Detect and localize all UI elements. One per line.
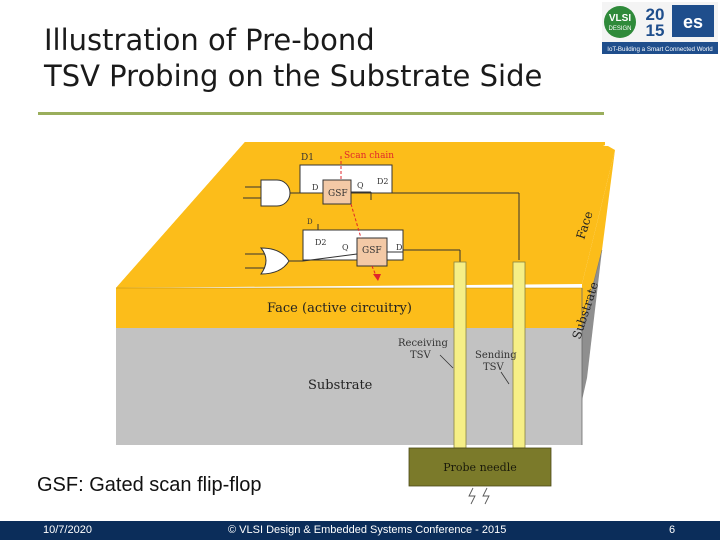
- label-substrate-front: Substrate: [308, 378, 373, 393]
- label-d1: D1: [301, 153, 314, 163]
- conference-logo: VLSI DESIGN 20 15 es IoT-Building a Smar…: [602, 2, 718, 54]
- globe-icon: [604, 6, 636, 38]
- label-d-small: D: [307, 218, 313, 226]
- label-d-right: D: [396, 243, 402, 252]
- scan-chain-arrowhead: [373, 274, 381, 281]
- label-face-front: Face (active circuitry): [267, 301, 412, 316]
- logo-tagline: IoT-Building a Smart Connected World: [607, 46, 713, 53]
- zigzag-arrow-icon: [468, 487, 476, 505]
- label-q-top: Q: [357, 181, 364, 190]
- label-scan-chain: Scan chain: [344, 151, 394, 161]
- logo-year-bottom: 15: [646, 21, 665, 40]
- label-gsf-1: GSF: [328, 189, 348, 199]
- title-divider: [38, 112, 604, 115]
- label-d2-lower: D2: [315, 238, 327, 247]
- logo-year-top: 20: [646, 5, 665, 24]
- label-sending-tsv: Sending: [475, 350, 517, 361]
- label-receiving-tsv-2: TSV: [410, 350, 432, 361]
- logic-circuitry: [243, 164, 520, 275]
- face-side-surface: [582, 150, 615, 328]
- label-gsf-2: GSF: [362, 246, 382, 256]
- footer-conference: © VLSI Design & Embedded Systems Confere…: [228, 524, 507, 536]
- substrate-front-surface: [116, 328, 582, 445]
- title-line-2: TSV Probing on the Substrate Side: [44, 59, 543, 93]
- face-front-surface: [116, 288, 582, 328]
- title-line-1: Illustration of Pre-bond: [44, 23, 375, 57]
- label-d-left: D: [312, 183, 318, 192]
- zigzag-arrow-icon-2: [482, 487, 490, 505]
- label-sending-tsv-2: TSV: [483, 362, 505, 373]
- label-d2-top: D2: [377, 177, 389, 186]
- gsf-caption: GSF: Gated scan flip-flop: [37, 474, 262, 496]
- label-probe-needle: Probe needle: [443, 461, 517, 474]
- footer-bar: 10/7/2020 © VLSI Design & Embedded Syste…: [0, 521, 720, 540]
- footer-date: 10/7/2020: [43, 524, 92, 536]
- logo-es-badge: es: [683, 12, 703, 32]
- label-receiving-tsv: Receiving: [398, 338, 448, 349]
- probe-needle-block: [408, 447, 552, 487]
- logo-design-text: DESIGN: [608, 26, 631, 32]
- label-q-lower: Q: [342, 243, 349, 252]
- slide-title: Illustration of Pre-bond TSV Probing on …: [44, 22, 542, 94]
- footer-page-number: 6: [669, 524, 676, 536]
- receiving-tsv: [453, 261, 467, 449]
- logo-vlsi-text: VLSI: [609, 13, 631, 24]
- tsv-probing-diagram: D1 Scan chain GSF D Q D2 D D2 Q GSF D Fa…: [116, 142, 615, 505]
